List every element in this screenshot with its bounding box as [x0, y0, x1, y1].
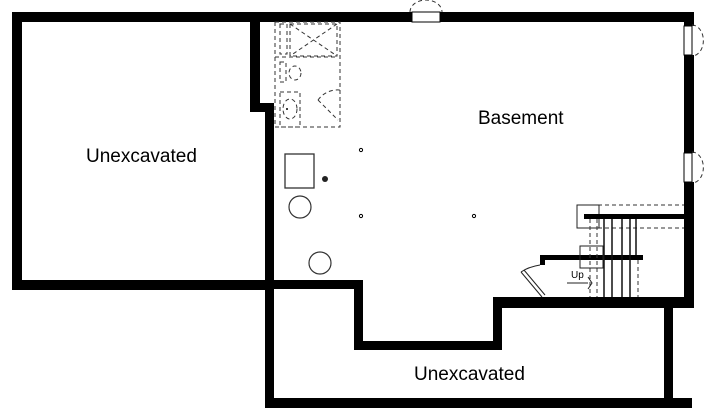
future-bathroom — [274, 21, 341, 128]
water-heater-icon — [288, 195, 312, 219]
room-label-unexcavated-left: Unexcavated — [86, 146, 197, 167]
floor-drain-icon — [322, 176, 328, 182]
sump-pit-icon — [308, 251, 332, 275]
stair-door-icon — [520, 271, 543, 298]
mechanical-fixtures — [284, 153, 332, 275]
post-icon — [358, 213, 364, 219]
post-icon — [471, 213, 477, 219]
walls-left-unexcavated — [12, 12, 274, 290]
stairs[interactable] — [520, 204, 684, 298]
window-right-upper-icon — [683, 24, 704, 57]
up-arrowhead-icon — [587, 276, 593, 290]
window-right-lower-icon — [683, 151, 704, 184]
stairs-up-label: Up — [571, 270, 584, 281]
toilet-bowl-icon — [288, 65, 302, 81]
toilet-tank-icon — [279, 61, 287, 83]
post-icon — [358, 147, 364, 153]
window-top-icon — [409, 0, 443, 23]
walls-bottom-unexcavated — [265, 305, 692, 408]
room-label-basement: Basement — [478, 108, 564, 129]
room-label-unexcavated-bottom: Unexcavated — [414, 364, 525, 385]
stair-door-swing-icon — [520, 264, 541, 273]
vanity-icon — [279, 91, 301, 128]
shower-icon — [289, 23, 338, 57]
bathroom-door-icon — [317, 99, 339, 121]
furnace-icon — [284, 153, 315, 189]
walls-basement — [260, 12, 694, 408]
shower-bench — [279, 23, 288, 55]
sink-icon — [282, 98, 298, 120]
support-posts — [358, 147, 477, 219]
